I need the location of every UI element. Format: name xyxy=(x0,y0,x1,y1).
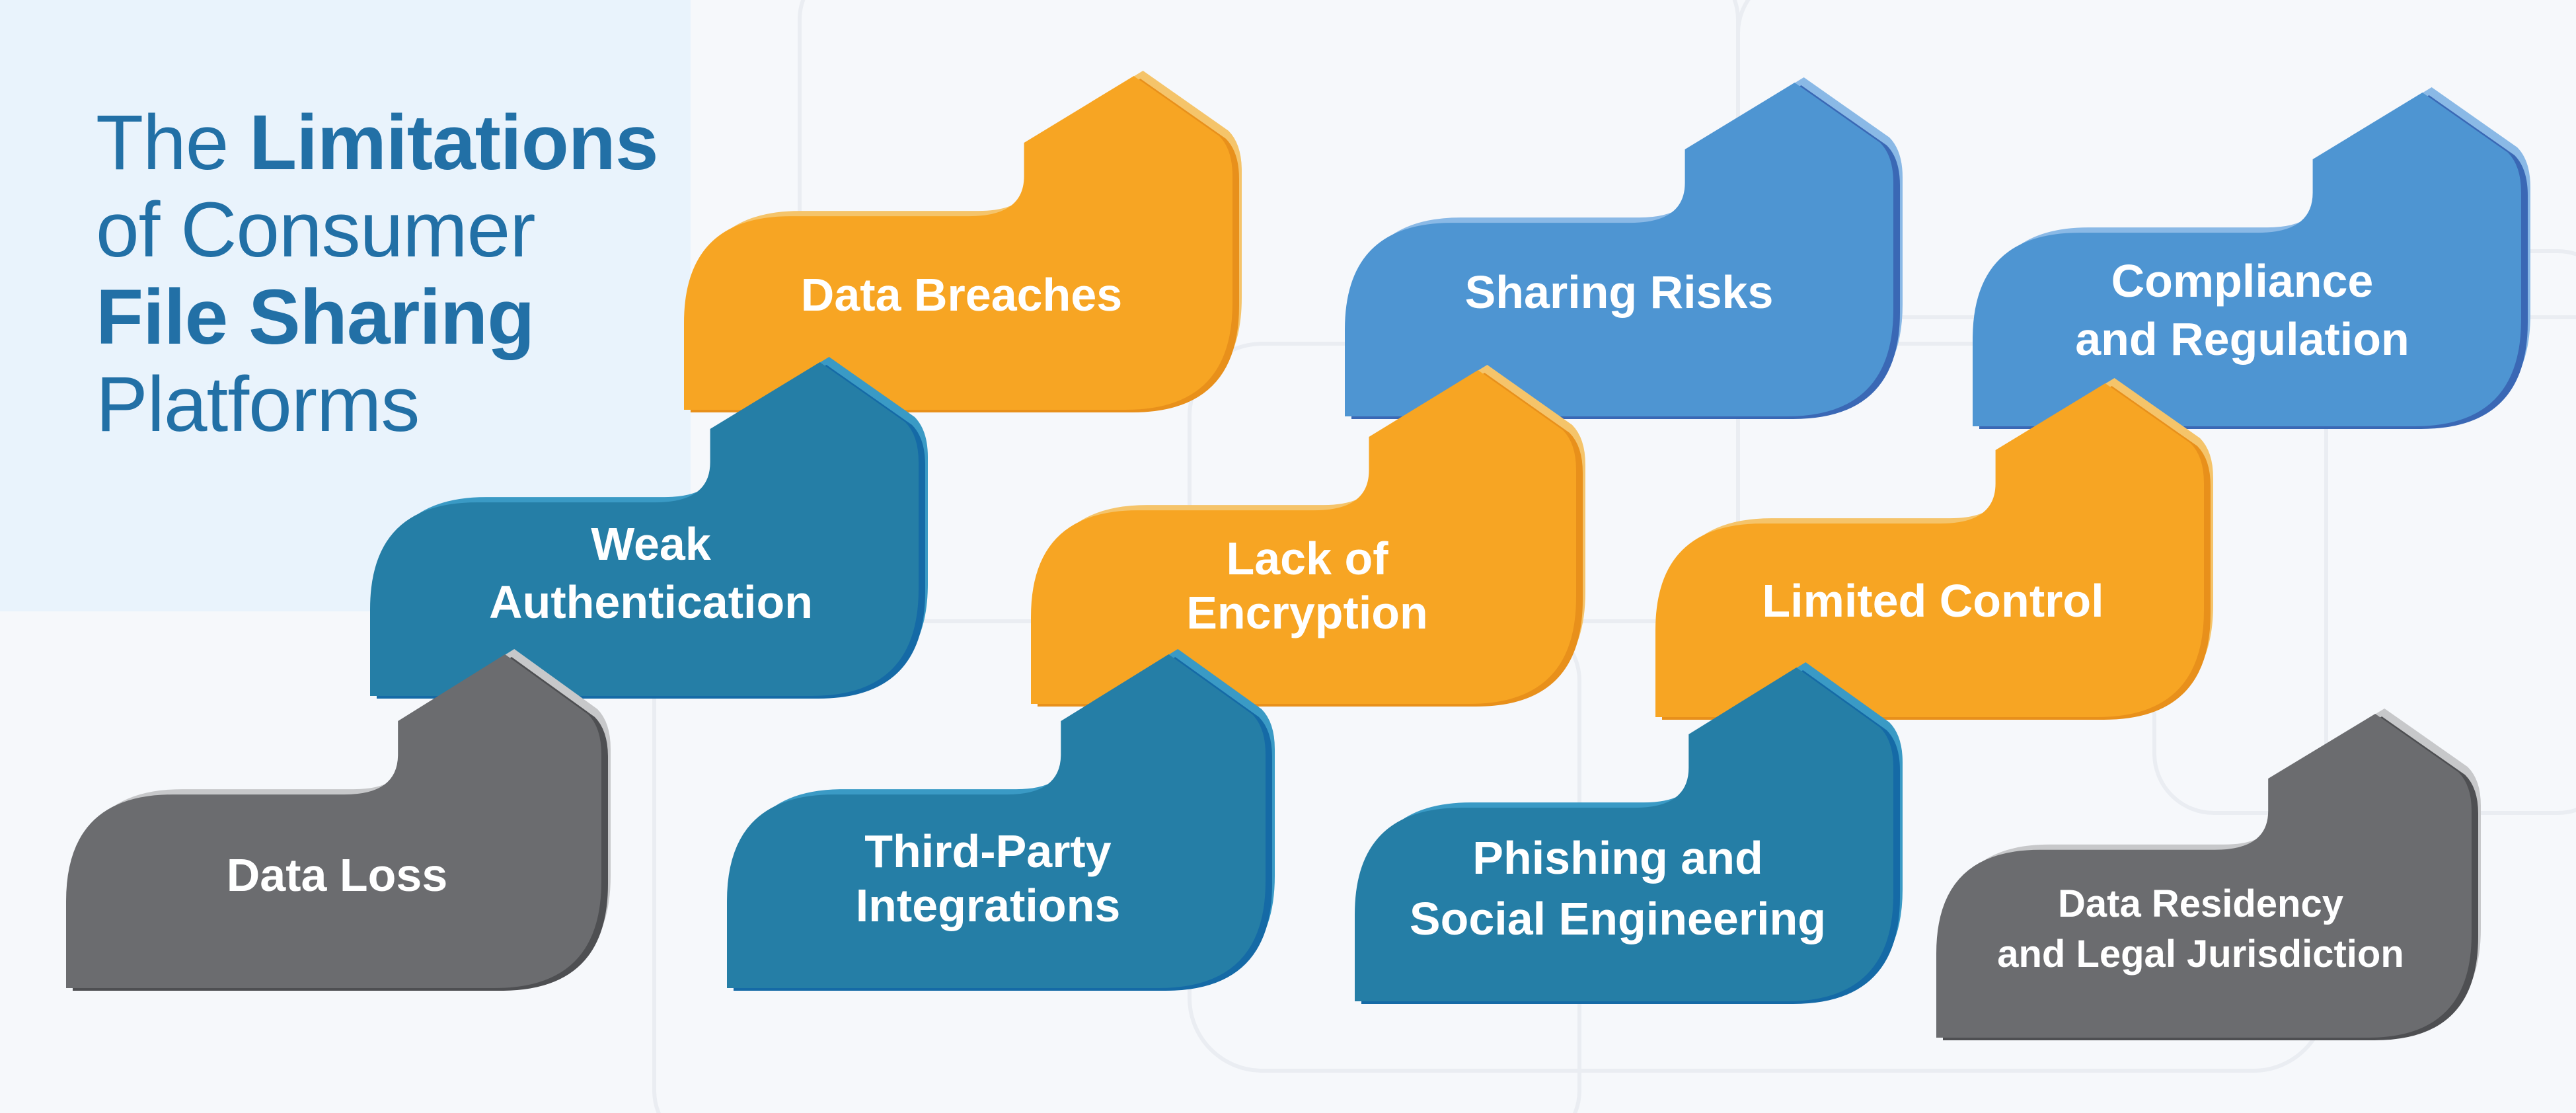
compliance-and-regulation-label-line: and Regulation xyxy=(2075,313,2409,365)
limitation-compliance-and-regulation: Compliance and Regulation xyxy=(1973,87,2530,429)
limitation-data-residency-and-legal-jurisdiction: Data Residency and Legal Jurisdiction xyxy=(1936,709,2481,1040)
sharing-risks-shape xyxy=(1345,83,1893,416)
weak-authentication-label-line: Weak xyxy=(591,518,711,570)
title-line-3: File Sharing xyxy=(96,274,658,361)
title-pre: The xyxy=(96,99,250,186)
weak-authentication-shape xyxy=(370,362,919,696)
data-breaches-label-line: Data Breaches xyxy=(801,269,1122,321)
data-residency-and-legal-jurisdiction-label: Data Residency and Legal Jurisdiction xyxy=(1997,882,2404,976)
title-line-4: Platforms xyxy=(96,361,420,448)
sharing-risks-label-line: Sharing Risks xyxy=(1465,266,1774,318)
data-loss-label-line: Data Loss xyxy=(227,849,448,901)
limitation-limited-control: Limited Control xyxy=(1655,378,2213,720)
title-bold-limitations: Limitations xyxy=(249,99,658,186)
phishing-and-social-engineering-shape xyxy=(1355,668,1893,1001)
compliance-and-regulation-shape xyxy=(1973,93,2521,426)
limitation-data-breaches: Data Breaches xyxy=(684,71,1242,412)
phishing-and-social-engineering-label-line: Social Engineering xyxy=(1410,893,1826,944)
sharing-risks-label: Sharing Risks xyxy=(1465,266,1774,318)
data-residency-and-legal-jurisdiction-shape xyxy=(1936,714,2472,1038)
lack-of-encryption-label-line: Encryption xyxy=(1186,587,1428,638)
limited-control-label: Limited Control xyxy=(1762,575,2103,627)
title-line-1: The Limitations xyxy=(96,99,658,186)
title-line-2: of Consumer xyxy=(96,186,536,274)
third-party-integrations-label-line: Integrations xyxy=(856,880,1121,931)
lack-of-encryption-shape xyxy=(1031,370,1576,704)
data-residency-and-legal-jurisdiction-label-line: Data Residency xyxy=(2058,882,2343,925)
limitation-data-loss: Data Loss xyxy=(66,649,611,991)
limitation-sharing-risks: Sharing Risks xyxy=(1345,77,1903,419)
title-bold-file-sharing: File Sharing xyxy=(96,274,535,361)
third-party-integrations-shape xyxy=(727,654,1266,988)
compliance-and-regulation-label-line: Compliance xyxy=(2111,255,2374,307)
data-loss-shape xyxy=(66,654,601,988)
third-party-integrations-label-line: Third-Party xyxy=(864,825,1111,877)
page-title: The Limitations of Consumer File Sharing… xyxy=(96,99,658,448)
lack-of-encryption-label-line: Lack of xyxy=(1226,533,1388,584)
limited-control-shape xyxy=(1655,383,2204,717)
weak-authentication-label-line: Authentication xyxy=(489,576,813,628)
limited-control-label-line: Limited Control xyxy=(1762,575,2103,627)
phishing-and-social-engineering-label-line: Phishing and xyxy=(1472,832,1762,884)
data-residency-and-legal-jurisdiction-label-line: and Legal Jurisdiction xyxy=(1997,933,2404,976)
data-breaches-label: Data Breaches xyxy=(801,269,1122,321)
compliance-and-regulation-label: Compliance and Regulation xyxy=(2075,255,2409,365)
data-loss-label: Data Loss xyxy=(227,849,448,901)
data-breaches-shape xyxy=(684,76,1232,410)
